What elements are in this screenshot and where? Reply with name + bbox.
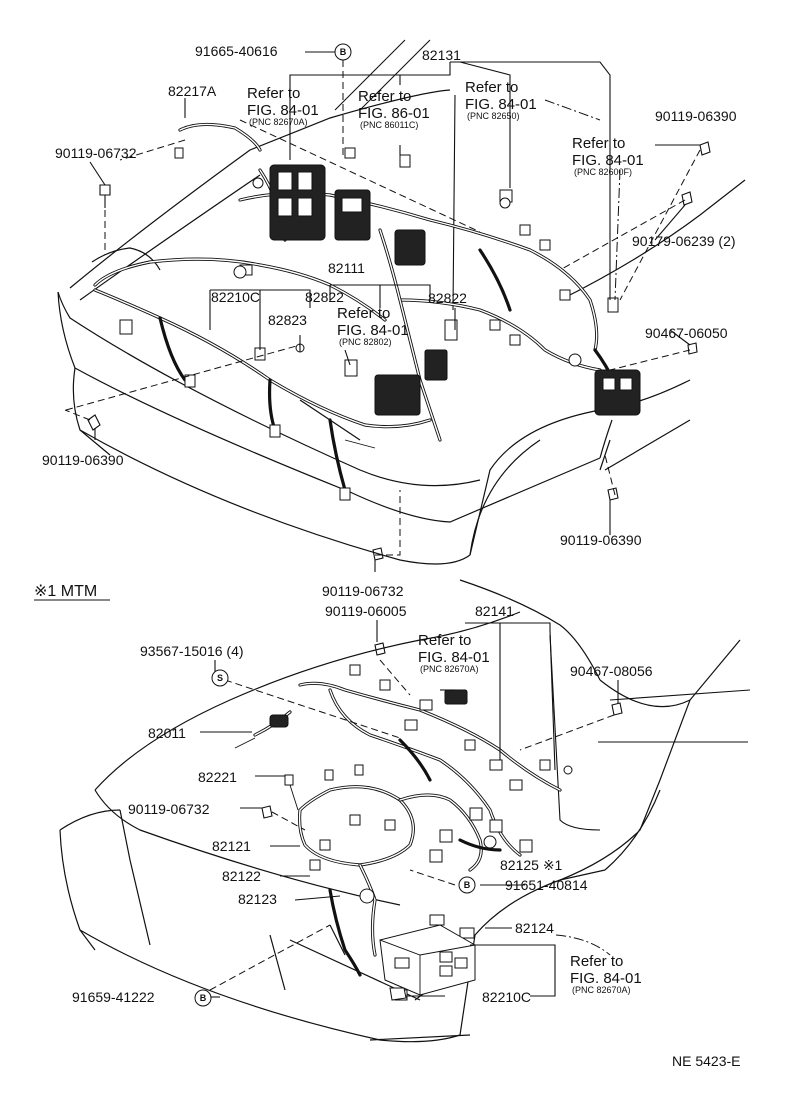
svg-text:FIG. 84-01: FIG. 84-01 (465, 96, 537, 113)
rear-fasteners (261, 642, 623, 819)
part-90119-06732-center: 90119-06732 (322, 583, 404, 599)
part-90119-06390-bottom: 90119-06390 (560, 532, 642, 548)
part-90119-06732-top: 90119-06732 (55, 145, 137, 161)
ref-fig-84-01-a: Refer to FIG. 84-01 (PNC 82670A) (247, 85, 319, 127)
part-82822-right: 82822 (428, 290, 467, 306)
part-82111: 82111 (328, 260, 365, 276)
ref-fig-84-01-b: Refer to FIG. 84-01 (PNC 82650) (465, 79, 537, 121)
ref-fig-84-01-d: Refer to FIG. 84-01 (PNC 82802) (337, 305, 409, 347)
ref-fig-84-01-rear-b: Refer to FIG. 84-01 (PNC 82670A) (570, 953, 642, 995)
section-title-mtm: ※1 MTM (34, 583, 97, 600)
svg-text:FIG. 84-01: FIG. 84-01 (337, 322, 409, 339)
svg-text:(PNC 82670A): (PNC 82670A) (420, 664, 479, 674)
svg-text:Refer to: Refer to (358, 88, 411, 105)
svg-text:Refer to: Refer to (247, 85, 300, 102)
svg-text:FIG. 84-01: FIG. 84-01 (418, 649, 490, 666)
part-90467-08056: 90467-08056 (570, 663, 653, 679)
part-82011: 82011 (148, 725, 186, 741)
ref-fig-84-01-c: Refer to FIG. 84-01 (PNC 82600F) (572, 135, 644, 177)
svg-text:Refer to: Refer to (465, 79, 518, 96)
part-90119-06005: 90119-06005 (325, 603, 407, 619)
rear-labels: 90119-06005 82141 93567-15016 (4) S 9046… (72, 603, 653, 1007)
svg-text:Refer to: Refer to (570, 953, 623, 970)
rear-connectors (269, 664, 573, 1001)
svg-text:(PNC 86011C): (PNC 86011C) (360, 120, 418, 130)
part-82221: 82221 (198, 769, 237, 785)
part-82822-left: 82822 (305, 289, 344, 305)
top-labels: 91665-40616 B 82131 82217A 90119-06732 9… (42, 43, 737, 599)
part-82823: 82823 (268, 312, 307, 328)
part-82124: 82124 (515, 920, 554, 936)
part-82217a: 82217A (168, 83, 217, 99)
svg-text:(PNC 82670A): (PNC 82670A) (572, 985, 631, 995)
part-90467-06050: 90467-06050 (645, 325, 728, 341)
part-82141: 82141 (475, 603, 514, 619)
part-90179-06239: 90179-06239 (2) (632, 233, 736, 249)
part-91665-40616: 91665-40616 (195, 43, 278, 59)
svg-text:FIG. 86-01: FIG. 86-01 (358, 105, 430, 122)
svg-text:(PNC 82600F): (PNC 82600F) (574, 167, 632, 177)
part-82122: 82122 (222, 868, 261, 884)
ref-fig-84-01-rear-a: Refer to FIG. 84-01 (PNC 82670A) (418, 632, 490, 674)
footer-code: NE 5423-E (672, 1053, 740, 1069)
part-82210c-top: 82210C (211, 289, 260, 305)
engine-room-connectors (119, 147, 641, 501)
part-82210c-rear: 82210C (482, 989, 531, 1005)
svg-text:FIG. 84-01: FIG. 84-01 (247, 102, 319, 119)
part-82131: 82131 (422, 47, 461, 63)
svg-text:FIG. 84-01: FIG. 84-01 (570, 970, 642, 987)
part-91651-40814: 91651-40814 (505, 877, 588, 893)
rear-body-outline (59, 579, 751, 1043)
part-90119-06390-right: 90119-06390 (655, 108, 737, 124)
part-82121: 82121 (212, 838, 251, 854)
part-93567-15016: 93567-15016 (4) (140, 643, 244, 659)
symbol-s: S (217, 673, 223, 683)
part-82125: 82125 ※1 (500, 857, 563, 873)
top-leader-lines (64, 51, 701, 572)
symbol-b-top: B (340, 47, 347, 57)
symbol-b-mid: B (464, 880, 471, 890)
part-90119-06390-left: 90119-06390 (42, 452, 124, 468)
ref-fig-86-01: Refer to FIG. 86-01 (PNC 86011C) (358, 88, 430, 130)
svg-text:Refer to: Refer to (418, 632, 471, 649)
svg-text:Refer to: Refer to (572, 135, 625, 152)
part-82123: 82123 (238, 891, 277, 907)
svg-text:FIG. 84-01: FIG. 84-01 (572, 152, 644, 169)
svg-text:(PNC 82670A): (PNC 82670A) (249, 117, 308, 127)
svg-text:(PNC 82802): (PNC 82802) (339, 337, 392, 347)
symbol-b-bottom: B (200, 993, 207, 1003)
svg-text:Refer to: Refer to (337, 305, 390, 322)
top-fasteners (87, 141, 711, 561)
svg-text:(PNC 82650): (PNC 82650) (467, 111, 520, 121)
part-90119-06732-rear: 90119-06732 (128, 801, 210, 817)
rear-leader-lines (200, 620, 619, 998)
part-91659-41222: 91659-41222 (72, 989, 155, 1005)
